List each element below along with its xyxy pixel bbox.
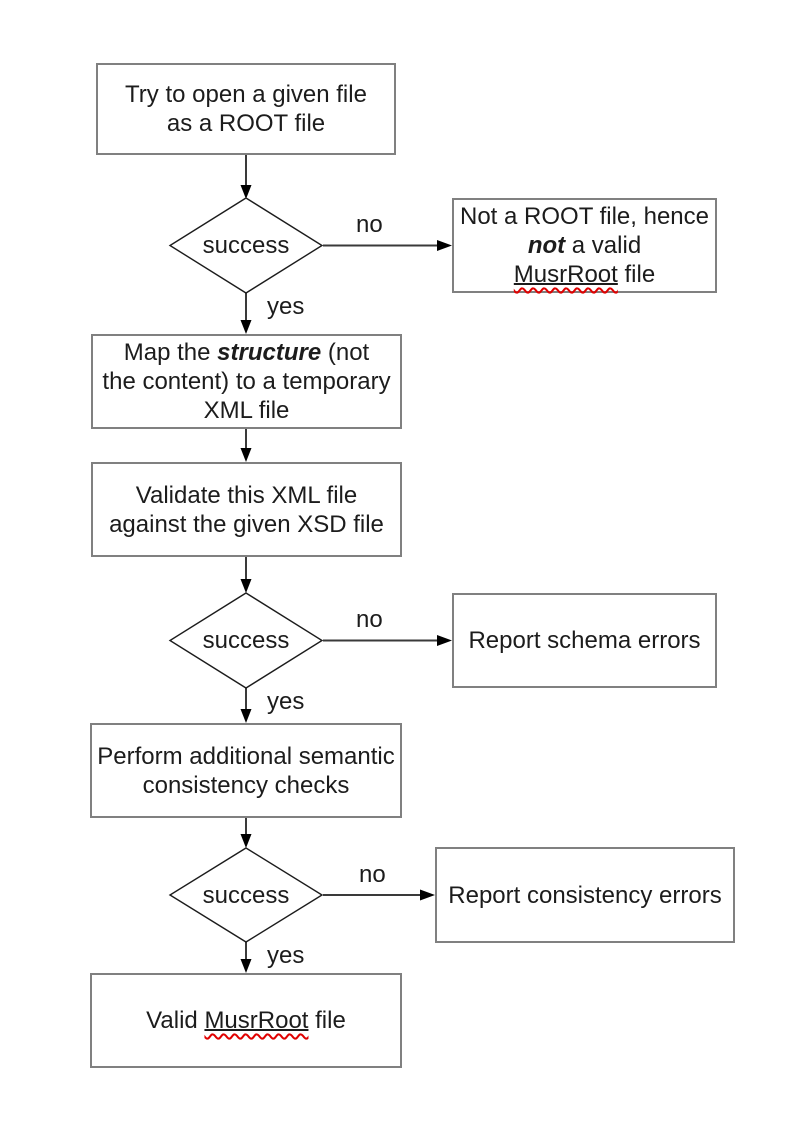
result-box-valid-musrroot-file: Valid MusrRoot file bbox=[90, 973, 402, 1068]
arrowhead-down-icon bbox=[240, 959, 252, 973]
arrowhead-down-icon bbox=[240, 579, 252, 593]
arrowhead-right-icon bbox=[437, 240, 452, 251]
arrowhead-down-icon bbox=[240, 185, 252, 199]
decision-label-success-3: success bbox=[202, 882, 290, 909]
edge-label-yes-1: yes bbox=[267, 293, 305, 320]
edge-label-no-3: no bbox=[359, 861, 386, 888]
arrowhead-down-icon bbox=[240, 709, 252, 723]
arrowhead-down-icon bbox=[240, 448, 252, 462]
arrow-open-to-decision1 bbox=[240, 155, 252, 199]
decision-label-success-1: success bbox=[202, 232, 290, 259]
result-box-report-consistency-errors: Report consistency errors bbox=[435, 847, 735, 943]
edge-label-yes-3: yes bbox=[267, 942, 305, 969]
decision-label-success-2: success bbox=[202, 627, 290, 654]
arrow-decision3-no bbox=[323, 889, 435, 901]
arrowhead-down-icon bbox=[240, 834, 252, 848]
decision-diamond-consistency-ok bbox=[168, 847, 324, 943]
arrow-semantic-to-decision3 bbox=[240, 818, 252, 848]
edge-label-yes-2: yes bbox=[267, 688, 305, 715]
arrow-map-to-validate bbox=[240, 429, 252, 462]
arrow-decision1-no bbox=[323, 240, 452, 251]
arrowhead-right-icon bbox=[420, 889, 435, 901]
decision-diamond-schema-valid bbox=[168, 592, 324, 689]
arrowhead-down-icon bbox=[240, 320, 252, 334]
result-box-report-consistency-errors-text: Report consistency errors bbox=[448, 881, 722, 909]
arrow-decision1-yes bbox=[240, 293, 252, 334]
edge-label-no-2: no bbox=[356, 606, 383, 633]
result-box-valid-musrroot-file-text: Valid MusrRoot file bbox=[146, 1007, 346, 1034]
arrow-decision2-no bbox=[323, 635, 452, 646]
arrowhead-right-icon bbox=[437, 635, 452, 646]
edge-label-no-1: no bbox=[356, 211, 383, 238]
arrow-decision3-yes bbox=[240, 942, 252, 973]
decision-diamond-root-open bbox=[168, 197, 324, 294]
result-box-report-schema-errors-text: Report schema errors bbox=[468, 627, 701, 654]
result-box-report-schema-errors: Report schema errors bbox=[452, 593, 717, 688]
arrow-decision2-yes bbox=[240, 688, 252, 723]
arrow-validate-to-decision2 bbox=[240, 557, 252, 593]
